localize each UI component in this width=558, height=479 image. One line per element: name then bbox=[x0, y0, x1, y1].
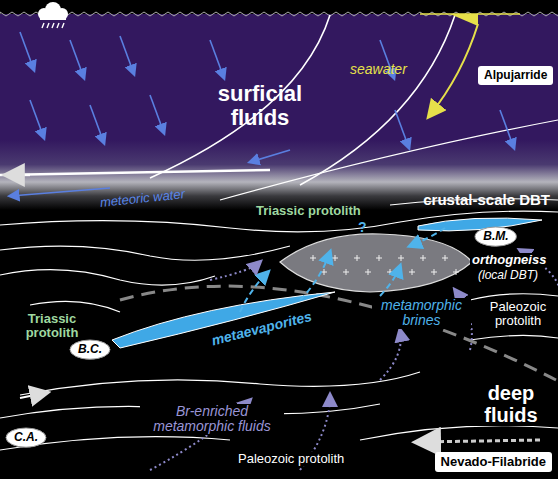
fluid-arrow bbox=[431, 269, 437, 275]
fluid-arrow bbox=[420, 255, 426, 261]
unit-name: C.A. bbox=[5, 431, 47, 444]
fluid-arrow bbox=[380, 330, 401, 380]
unit-box: Alpujarride bbox=[478, 66, 553, 85]
map-label: ? bbox=[358, 220, 367, 235]
map-label: Br-enriched metamorphic fluids bbox=[140, 404, 284, 435]
fluid-arrow bbox=[210, 262, 260, 280]
fluid-arrow bbox=[150, 95, 164, 133]
locality-ellipse: C.A. bbox=[5, 427, 47, 448]
map-label: Paleozoic protolith bbox=[236, 452, 346, 466]
locality-ellipse: B.M. bbox=[474, 226, 517, 247]
unit-box: Nevado-Filabride bbox=[435, 452, 552, 472]
map-label: seawater bbox=[350, 62, 407, 77]
map-label: crustal-scale DBT bbox=[423, 192, 550, 209]
map-label: orthogneiss bbox=[470, 253, 548, 267]
unit-name: Nevado-Filabride bbox=[435, 455, 552, 469]
map-label: deep fluids bbox=[466, 382, 556, 426]
fluid-arrow bbox=[30, 100, 44, 138]
fluid-arrow bbox=[310, 255, 316, 261]
fluid-arrow bbox=[409, 269, 415, 275]
fluid-arrow bbox=[20, 32, 34, 70]
fluid-arrow bbox=[376, 255, 382, 261]
rain-cloud-icon bbox=[38, 2, 68, 28]
fluid-arrow bbox=[70, 40, 84, 78]
locality-ellipse: B.C. bbox=[69, 339, 111, 360]
fluid-arrow bbox=[343, 269, 349, 275]
unit-name: B.M. bbox=[474, 230, 517, 243]
map-label: surficial fluids bbox=[205, 82, 315, 130]
fluid-arrow bbox=[120, 36, 134, 74]
fluid-arrow bbox=[453, 269, 459, 275]
unit-name: Alpujarride bbox=[478, 69, 553, 82]
fluid-arrow bbox=[395, 110, 409, 148]
fluid-arrow bbox=[332, 255, 338, 261]
fluid-arrow bbox=[387, 269, 393, 275]
fluid-arrow bbox=[500, 110, 514, 148]
fluid-arrow bbox=[442, 255, 448, 261]
map-label: Paleozoic protolith bbox=[480, 300, 556, 329]
map-label: Triassic protolith bbox=[256, 204, 361, 218]
map-label: metamorphic brines bbox=[372, 298, 471, 329]
fluid-arrow bbox=[210, 40, 224, 78]
fluid-arrow bbox=[354, 255, 360, 261]
fluid-arrow bbox=[398, 255, 404, 261]
unit-name: B.C. bbox=[69, 343, 111, 356]
map-label: Triassic protolith bbox=[14, 312, 90, 341]
map-label: (local DBT) bbox=[476, 269, 540, 282]
fluid-arrow bbox=[365, 269, 371, 275]
fluid-arrow bbox=[90, 105, 104, 143]
